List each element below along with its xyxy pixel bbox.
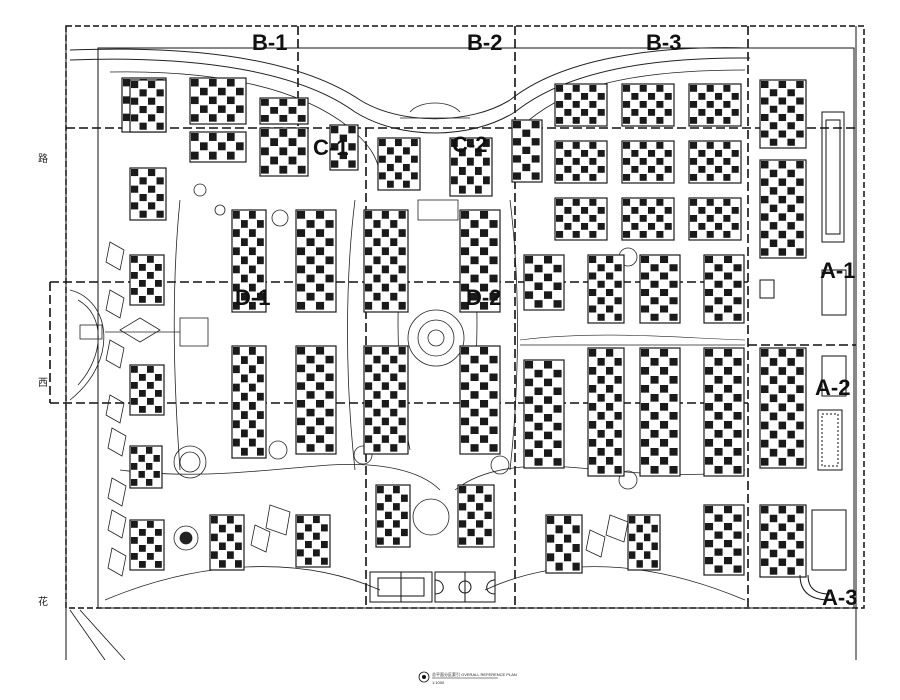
building-footprint (688, 83, 742, 127)
building-footprint (363, 209, 409, 313)
west-entrance-plaza (69, 289, 209, 401)
site-boundary (65, 25, 865, 661)
building-footprint (511, 119, 543, 183)
building-footprint (703, 504, 745, 576)
building-footprint (231, 209, 267, 313)
building-footprint (688, 197, 742, 241)
building-footprint (295, 209, 337, 313)
zone-label-d2: D-2 (466, 285, 501, 310)
building-footprint (259, 127, 309, 177)
zone-label-b1: B-1 (252, 30, 287, 55)
zone-label-a1: A-1 (820, 258, 855, 283)
building-footprint (377, 137, 421, 191)
building-footprint (375, 484, 411, 548)
east-facilities (759, 111, 847, 601)
zone-label-a2: A-2 (815, 375, 850, 400)
building-footprint (363, 345, 409, 455)
building-footprint (189, 77, 247, 125)
drawing-scale: 1:1000 (432, 680, 445, 685)
building-footprint (259, 97, 309, 125)
zone-label-a3: A-3 (822, 585, 857, 610)
building-footprint (129, 79, 167, 133)
drawing-title-block: 总平面分区索引 OVERALL REFERENCE PLAN 1:1000 (418, 671, 517, 685)
building-footprint (459, 209, 501, 313)
building-footprint (523, 254, 565, 311)
building-footprint (554, 83, 608, 127)
building-footprint (189, 131, 247, 163)
building-footprint (554, 197, 608, 241)
building-footprint (129, 519, 165, 571)
building-footprint (554, 140, 608, 184)
building-footprint (621, 83, 675, 127)
zone-label-c1: C-1 (313, 135, 348, 160)
building-footprint (129, 445, 163, 489)
building-footprint (129, 167, 167, 221)
building-footprint (759, 347, 807, 469)
building-footprint (759, 79, 807, 149)
side-character-flower: 花 (38, 595, 48, 608)
building-footprint (639, 347, 681, 477)
building-footprint (587, 254, 625, 324)
building-footprint (703, 254, 745, 324)
west-edge-landscape-marks (105, 241, 629, 577)
building-footprint (209, 514, 245, 571)
building-footprint (295, 514, 331, 568)
building-footprint (329, 124, 359, 171)
side-character-west: 西 (38, 378, 48, 389)
building-footprint (587, 347, 625, 477)
building-footprint (703, 347, 745, 477)
zone-label-d1: D-1 (235, 285, 270, 310)
building-footprint (639, 254, 681, 324)
building-footprint (295, 345, 337, 455)
building-footprint (231, 345, 267, 459)
zone-label-c2: C-2 (452, 132, 487, 157)
building-footprint (523, 359, 565, 469)
building-footprint (459, 345, 501, 455)
landscape-circles (173, 183, 638, 551)
building-footprint (545, 514, 583, 574)
building-footprint (621, 140, 675, 184)
zone-label-b2: B-2 (467, 30, 502, 55)
building-footprint (759, 159, 807, 259)
side-character-road: 路 (38, 152, 48, 165)
building-footprint (621, 197, 675, 241)
sport-courts (369, 571, 496, 603)
building-footprint (457, 484, 495, 548)
building-footprint (759, 504, 807, 578)
building-footprint (449, 137, 493, 197)
drawing-title: 总平面分区索引 OVERALL REFERENCE PLAN (432, 671, 517, 677)
zone-label-b3: B-3 (646, 30, 681, 55)
building-footprint (129, 254, 165, 306)
building-footprint (129, 364, 165, 416)
building-footprint (688, 140, 742, 184)
residential-buildings (121, 77, 807, 578)
building-footprint (627, 514, 661, 571)
